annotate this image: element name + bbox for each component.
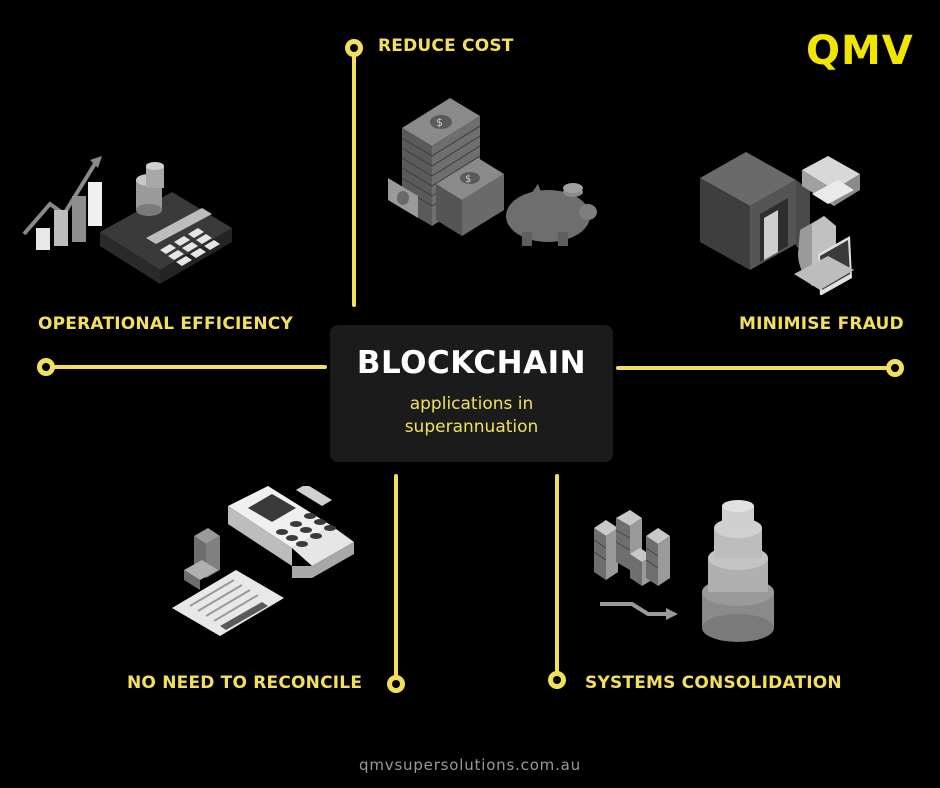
money-stack-piggy-bank-icon: $ $ xyxy=(388,88,610,258)
footer-url[interactable]: qmvsupersolutions.com.au xyxy=(359,756,581,774)
server-database-icon xyxy=(590,500,780,646)
label-minimise-fraud: MINIMISE FRAUD xyxy=(739,314,904,334)
label-reduce-cost: REDUCE COST xyxy=(378,36,514,56)
label-operational-efficiency: OPERATIONAL EFFICIENCY xyxy=(38,314,293,334)
center-subtitle: applications in superannuation xyxy=(330,393,613,439)
qmv-logo: QMV xyxy=(806,28,914,74)
payment-terminal-receipt-icon xyxy=(172,486,362,646)
safe-shield-icon xyxy=(700,150,870,295)
calculator-chart-icon xyxy=(20,152,240,288)
svg-text:$: $ xyxy=(465,174,471,185)
label-systems-consolidation: SYSTEMS CONSOLIDATION xyxy=(585,673,842,693)
svg-text:$: $ xyxy=(436,116,443,129)
label-no-need-to-reconcile: NO NEED TO RECONCILE xyxy=(127,673,363,693)
center-subtitle-line1: applications in xyxy=(409,394,534,414)
center-subtitle-line2: superannuation xyxy=(404,417,539,437)
center-title: BLOCKCHAIN xyxy=(356,345,587,381)
center-box: BLOCKCHAIN applications in superannuatio… xyxy=(330,325,613,462)
